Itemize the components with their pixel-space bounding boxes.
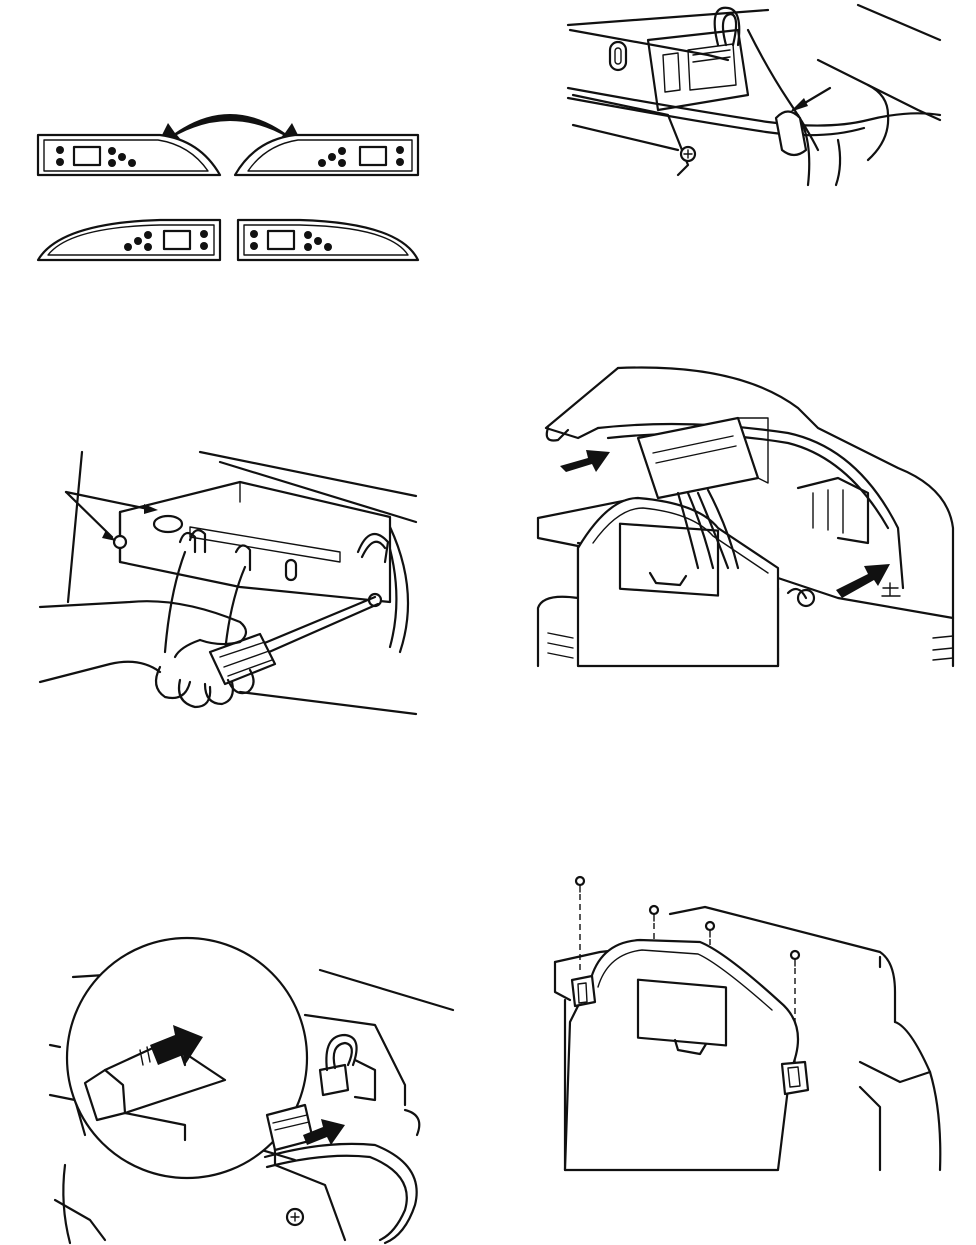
console-housing xyxy=(568,5,940,175)
console-bottom-left xyxy=(38,220,220,260)
figure-connector-detail-inset xyxy=(45,965,455,1245)
clip-pointer-arrowhead xyxy=(790,98,808,112)
screw-icons xyxy=(882,583,900,596)
figure-console-orientation xyxy=(30,95,430,275)
lid-panel xyxy=(578,498,778,666)
figure-wire-harness-clip xyxy=(568,0,943,185)
screwdriver xyxy=(210,597,378,684)
retaining-clips xyxy=(798,478,868,543)
console-top-right xyxy=(235,135,418,175)
insert-arrow-left xyxy=(560,450,610,472)
console-bottom-right xyxy=(238,220,418,260)
insert-arrow-right xyxy=(836,564,890,598)
control-board xyxy=(120,482,390,602)
wire-harness xyxy=(568,30,940,185)
figure-control-board-screwdriver xyxy=(40,452,420,714)
figure-console-screws xyxy=(550,872,945,1172)
console-panel xyxy=(565,940,808,1170)
figure-console-assembly-arrows xyxy=(538,368,958,666)
console-top-left xyxy=(38,135,220,175)
